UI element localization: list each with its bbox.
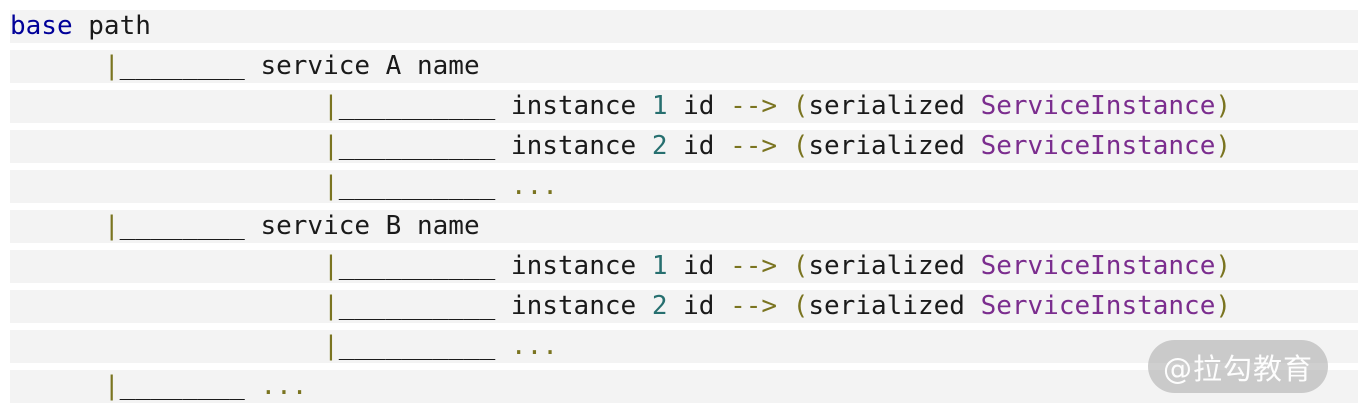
code-segment-operator: | xyxy=(103,211,120,241)
code-segment-number: 2 xyxy=(651,131,668,161)
code-segment-number: 1 xyxy=(651,91,668,121)
code-line: base path xyxy=(10,10,1358,43)
code-segment-plain xyxy=(777,131,793,161)
code-segment-number: 1 xyxy=(651,251,668,281)
code-segment-plain xyxy=(10,171,323,201)
code-segment-plain: __________ instance xyxy=(338,251,652,281)
code-segment-plain: id xyxy=(667,131,731,161)
code-segment-plain xyxy=(10,251,323,281)
code-segment-plain: __________ instance xyxy=(338,291,652,321)
code-segment-operator: ( xyxy=(792,291,809,321)
code-segment-operator: --> xyxy=(730,251,778,281)
code-segment-plain: __________ instance xyxy=(338,131,652,161)
code-segment-plain xyxy=(10,51,104,81)
code-line: |__________ ... xyxy=(10,170,1358,203)
code-segment-operator: ( xyxy=(792,91,809,121)
code-segment-plain: ________ service B name xyxy=(119,211,480,241)
code-segment-operator: ) xyxy=(1215,91,1232,121)
code-line: |__________ instance 2 id --> (serialize… xyxy=(10,130,1358,163)
code-segment-plain xyxy=(10,91,323,121)
code-line: |________ service B name xyxy=(10,210,1358,243)
code-segment-plain xyxy=(10,371,104,401)
code-segment-plain: path xyxy=(72,11,151,41)
code-line: |__________ instance 2 id --> (serialize… xyxy=(10,290,1358,323)
code-segment-plain xyxy=(10,331,323,361)
code-segment-plain: id xyxy=(667,291,731,321)
code-segment-operator: --> xyxy=(730,291,778,321)
code-segment-plain xyxy=(10,131,323,161)
code-segment-operator: ... xyxy=(510,171,558,201)
code-segment-operator: | xyxy=(103,51,120,81)
code-segment-number: 2 xyxy=(651,291,668,321)
code-segment-operator: ( xyxy=(792,251,809,281)
code-segment-operator: ( xyxy=(792,131,809,161)
code-segment-operator: ) xyxy=(1215,291,1232,321)
code-segment-operator: | xyxy=(323,171,339,201)
code-segment-operator: ... xyxy=(260,371,308,401)
code-segment-plain xyxy=(10,291,323,321)
code-segment-type: ServiceInstance xyxy=(980,251,1216,281)
code-line: |________ ... xyxy=(10,370,1358,403)
code-segment-plain xyxy=(777,91,793,121)
code-segment-plain xyxy=(10,211,104,241)
code-line: |__________ instance 1 id --> (serialize… xyxy=(10,90,1358,123)
code-segment-operator: ) xyxy=(1215,251,1232,281)
code-line: |__________ instance 1 id --> (serialize… xyxy=(10,250,1358,283)
code-segment-operator: | xyxy=(323,91,339,121)
code-line: |________ service A name xyxy=(10,50,1358,83)
code-segment-operator: | xyxy=(103,371,120,401)
code-segment-plain: id xyxy=(667,91,731,121)
code-segment-type: ServiceInstance xyxy=(980,291,1216,321)
code-segment-operator: --> xyxy=(730,131,778,161)
code-segment-operator: | xyxy=(323,331,339,361)
code-line: |__________ ... xyxy=(10,330,1358,363)
code-segment-plain: id xyxy=(667,251,731,281)
code-segment-plain: serialized xyxy=(808,251,981,281)
code-segment-operator: ... xyxy=(510,331,558,361)
code-segment-operator: | xyxy=(323,291,339,321)
watermark-label: @拉勾教育 xyxy=(1162,351,1313,386)
code-segment-plain: __________ xyxy=(338,171,511,201)
code-segment-plain xyxy=(777,251,793,281)
code-block: base path |________ service A name |____… xyxy=(10,10,1358,403)
code-segment-plain: ________ service A name xyxy=(119,51,480,81)
code-segment-keyword: base xyxy=(10,11,73,41)
code-segment-operator: | xyxy=(323,131,339,161)
code-segment-type: ServiceInstance xyxy=(980,91,1216,121)
code-segment-operator: ) xyxy=(1215,131,1232,161)
code-segment-plain: ________ xyxy=(119,371,261,401)
code-segment-plain: __________ instance xyxy=(338,91,652,121)
code-segment-plain xyxy=(777,291,793,321)
code-segment-operator: | xyxy=(323,251,339,281)
code-segment-plain: serialized xyxy=(808,91,981,121)
code-segment-plain: serialized xyxy=(808,131,981,161)
code-segment-plain: __________ xyxy=(338,331,511,361)
watermark-badge: @拉勾教育 xyxy=(1148,340,1328,393)
code-segment-plain: serialized xyxy=(808,291,981,321)
code-segment-type: ServiceInstance xyxy=(980,131,1216,161)
code-segment-operator: --> xyxy=(730,91,778,121)
